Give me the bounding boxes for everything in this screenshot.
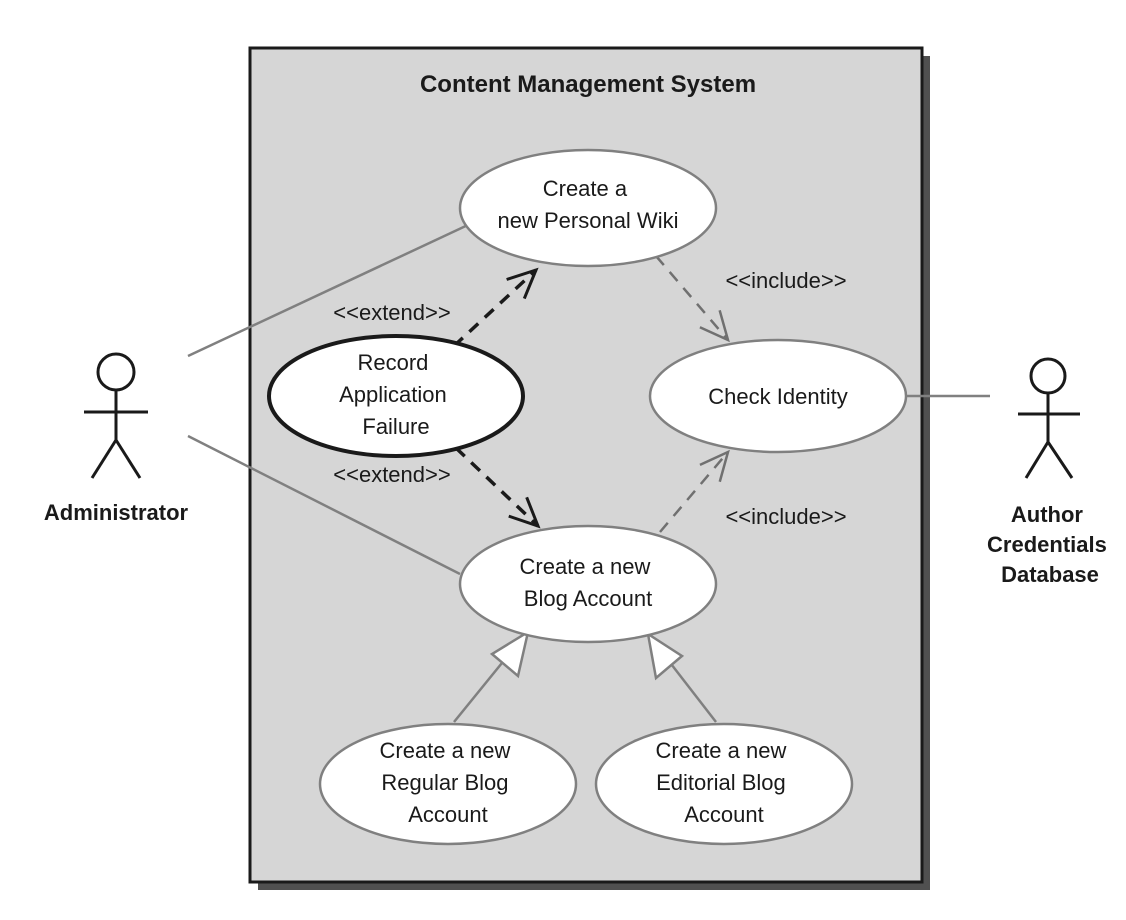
label-line: Create a [543,176,628,201]
actor-head [96,352,136,392]
use-case-create-regular-blog-account: Create a new Regular Blog Account [318,722,578,846]
use-case-ellipse [458,524,718,644]
use-case-label: Create a new Editorial Blog Account [656,738,793,827]
extend-blog-arrow [454,446,541,529]
use-case-label: Record Application Failure [339,350,453,439]
label-line: new Personal Wiki [498,208,679,233]
label-line: Record [357,350,428,375]
actor-right-leg [1046,441,1074,479]
use-case-create-editorial-blog-account: Create a new Editorial Blog Account [594,722,854,846]
label-line: Credentials [987,532,1107,557]
include-wiki-arrow [655,255,730,343]
label-line: Author [1011,502,1084,527]
extend-wiki-arrow [452,267,539,348]
actor-head [1029,357,1067,395]
label-line: Blog Account [524,586,652,611]
label-line: Account [684,802,764,827]
label-line: Application [339,382,447,407]
generalization-editorial-triangle [646,631,685,681]
use-case-label: Check Identity [708,384,847,409]
use-case-label: Create a new Regular Blog Account [380,738,517,827]
generalization-regular-triangle [489,629,530,679]
label-line: Create a new [520,554,651,579]
use-case-label: Create a new Personal Wiki [498,176,679,233]
use-case-record-application-failure: Record Application Failure [267,334,525,458]
label-line: Create a new [656,738,787,763]
use-case-ellipse [648,338,908,454]
include-blog-label: <<include>> [725,504,846,529]
association-admin-blog [187,434,461,576]
actor-left-leg [90,439,118,479]
label-line: Failure [362,414,429,439]
use-case-ellipse [318,722,578,846]
actor-administrator-label: Administrator [44,500,189,525]
use-case-ellipse [458,148,718,268]
label-line: Regular Blog [381,770,508,795]
label-line: Check Identity [708,384,847,409]
extend-wiki-label: <<extend>> [333,300,450,325]
include-blog-arrow [659,449,730,533]
use-case-check-identity: Check Identity [648,338,908,454]
generalization-editorial-line [667,659,717,723]
extend-blog-label: <<extend>> [333,462,450,487]
association-admin-wiki [187,222,471,358]
actor-right-leg [114,439,142,479]
label-line: Editorial Blog [656,770,786,795]
actor-administrator: Administrator [44,352,189,525]
actor-author-credentials-database: Author Credentials Database [987,357,1113,587]
use-case-label: Create a new Blog Account [520,554,657,611]
include-wiki-label: <<include>> [725,268,846,293]
use-case-ellipse [267,334,525,458]
label-line: Database [1001,562,1099,587]
system-title: Content Management System [420,71,756,98]
generalization-regular-line [453,657,507,723]
actor-left-leg [1024,441,1050,479]
label-line: Account [408,802,488,827]
label-line: Create a new [380,738,511,763]
label-line: Administrator [44,500,189,525]
use-case-create-personal-wiki: Create a new Personal Wiki [458,148,718,268]
actor-author-db-label: Author Credentials Database [987,502,1113,587]
use-case-ellipse [594,722,854,846]
use-case-create-blog-account: Create a new Blog Account [458,524,718,644]
